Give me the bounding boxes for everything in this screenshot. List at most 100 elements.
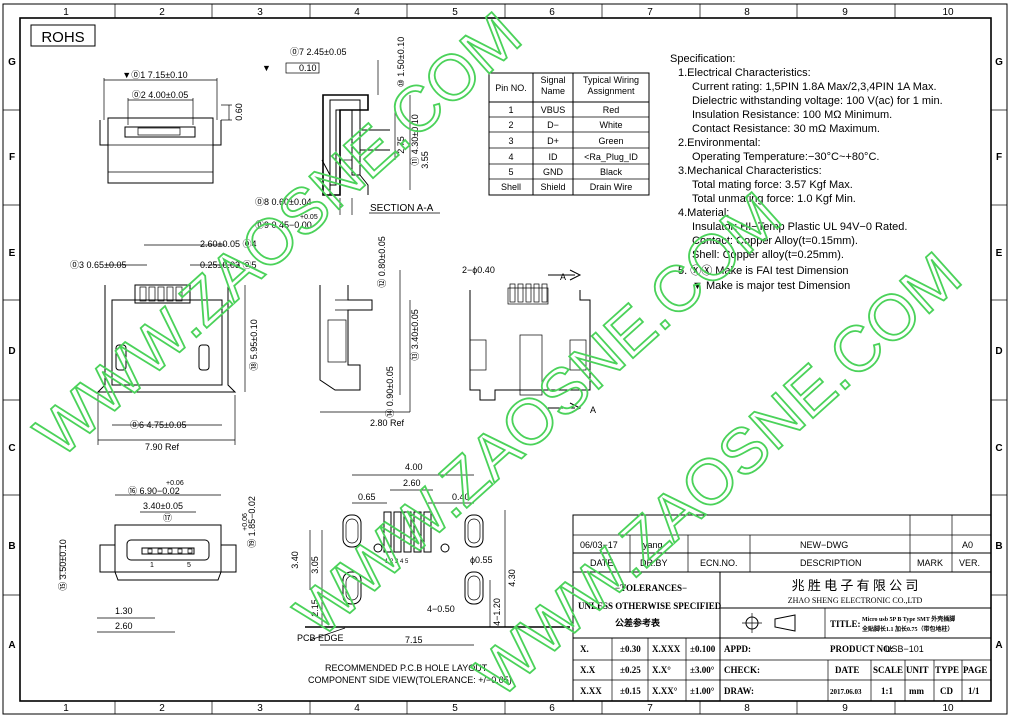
pin-cell: 1 (508, 105, 513, 115)
h2-type: TYPE (935, 665, 959, 675)
row-label: D (995, 346, 1002, 357)
dim-430v: ⑪ 4.30±0.10 (410, 114, 420, 165)
v-page: 1/1 (968, 686, 980, 696)
header-desc: DESCRIPTION (800, 558, 862, 568)
grid-ticks (3, 4, 1007, 714)
col-label: 4 (354, 7, 360, 18)
pin-cell: VBUS (541, 105, 566, 115)
pin-cell: Green (598, 136, 623, 146)
dim-185: ⑲ 1.85−0.02 (247, 496, 257, 548)
tol-cell: X. (580, 644, 589, 654)
tol-cell: ±0.30 (620, 644, 641, 654)
h2-page: PAGE (963, 665, 987, 675)
row-label: B (995, 541, 1002, 552)
rev-desc: NEW−DWG (800, 540, 848, 550)
section-title: SECTION A-A (370, 203, 434, 214)
pin-cell: 4 (508, 152, 513, 162)
pcb-dim: ϕ0.55 (470, 555, 493, 565)
dim-045-tol: +0.05 (300, 214, 318, 221)
spec-line: Insulation Resistance: 100 MΩ Minimum. (692, 109, 892, 121)
v-type: CD (940, 686, 953, 696)
dim-400: ⓪2 4.00±0.05 (132, 90, 188, 100)
tol-cell: ±0.100 (690, 644, 716, 654)
product-no: USB−101 (885, 644, 924, 654)
watermark-text: WWW.ZAOSNE.COM (281, 178, 794, 650)
pin-header: Typical Wiring Assignment (582, 75, 639, 96)
front-view (99, 78, 232, 184)
dim-17: ⑰ (163, 513, 172, 523)
pcb-dim: 3.05 (310, 556, 320, 574)
col-label: 7 (647, 7, 653, 18)
spec-line: Contact Resistance: 30 mΩ Maximum. (692, 123, 880, 135)
pcb-dim: 4−1.20 (492, 598, 502, 626)
dim-260b: 2.60 (115, 621, 133, 631)
spec-line: Dielectric withstanding voltage: 100 V(a… (692, 95, 943, 107)
check-label: CHECK: (724, 665, 760, 675)
spec-line: Contact: Copper Alloy(t=0.15mm). (692, 235, 858, 247)
watermark-text: WWW.ZAOSNE.COM (21, 0, 534, 470)
col-label: 3 (257, 7, 263, 18)
pcb-dim: 7.15 (405, 635, 423, 645)
watermark-text: WWW.ZAOSNE.COM (461, 238, 974, 710)
dim-080: ⑫ 0.80±0.05 (377, 236, 387, 287)
pin-cell: ID (549, 152, 559, 162)
title-label: TITLE: (830, 619, 861, 629)
tol-cell: X.XXX (652, 644, 681, 654)
bottom-view (469, 269, 591, 414)
appd-label: APPD: (724, 644, 751, 654)
pin-cell: D+ (547, 136, 559, 146)
dim-355: 3.55 (420, 151, 430, 169)
row-label: F (996, 152, 1002, 163)
pin-cell: Shell (501, 182, 521, 192)
pcb-dim: 2.60 (403, 478, 421, 488)
dim-340v: ⑬ 3.40±0.05 (410, 309, 420, 360)
row-label: A (995, 640, 1002, 651)
rohs-box (30, 24, 96, 47)
col-label: 2 (159, 703, 165, 714)
pin-cell: Black (600, 167, 623, 177)
pin-header: Pin NO. (495, 83, 527, 93)
pin-cell: 2 (508, 120, 513, 130)
pcb-layout (305, 474, 570, 646)
pin-cell: White (599, 120, 622, 130)
dim-475: ⓪6 4.75±0.05 (130, 420, 186, 430)
pcb-dim: 0.40 (452, 492, 470, 502)
spec-line: Specification: (670, 53, 735, 65)
pcb-caption: RECOMMENDED P.C.B HOLE LAYOUT (325, 663, 488, 673)
dim-260: 2.60±0.05 ⓪4 (200, 239, 256, 249)
pin-cell: Drain Wire (590, 182, 633, 192)
rev-date: 06/03−17 (580, 540, 618, 550)
rohs-label: ROHS (41, 29, 84, 46)
spec-line: 1.Electrical Characteristics: (678, 67, 811, 79)
header-date: DATE (590, 558, 613, 568)
dim-690-tol: +0.06 (166, 480, 184, 487)
title-value: 全贴脚长1.1 加长0.75（带包地柱） (861, 625, 954, 633)
section-view (285, 60, 440, 215)
row-label: A (8, 640, 15, 651)
title-value: Micro usb 5P B Type SMT 外壳插脚 (862, 615, 955, 623)
pin-cell: Shield (540, 182, 565, 192)
pcb-caption: COMPONENT SIDE VIEW(TOLERANCE: +/−0.05) (308, 675, 512, 685)
dim-245: ⓪7 2.45±0.05 (290, 47, 346, 57)
inner-border (19, 17, 992, 702)
top-view (96, 244, 246, 445)
col-label: 4 (354, 703, 360, 714)
dim-0604: ⓪8 0.60±0.04 (255, 197, 311, 207)
company-cn: 兆 胜 电 子 有 限 公 司 (792, 578, 919, 593)
row-label: G (8, 57, 16, 68)
dim-150: ⑩ 1.50±0.10 (396, 37, 406, 88)
dim-025: 0.25±0.03 ⓪5 (200, 260, 256, 270)
col-label: 9 (842, 7, 848, 18)
col-label: 6 (549, 703, 555, 714)
col-label: 1 (63, 7, 69, 18)
flatness-icon: ▼ (262, 63, 271, 73)
v-unit: mm (909, 686, 924, 696)
h2-unit: UNIT (906, 665, 929, 675)
rev-by: yang (643, 540, 663, 550)
pin-cell: GND (543, 167, 564, 177)
draw-label: DRAW: (724, 686, 754, 696)
pin-table (488, 72, 650, 196)
product-no-label: PRODUCT NO: (830, 644, 893, 654)
row-label: E (996, 248, 1003, 259)
pcb-dim: 4.30 (507, 569, 517, 587)
